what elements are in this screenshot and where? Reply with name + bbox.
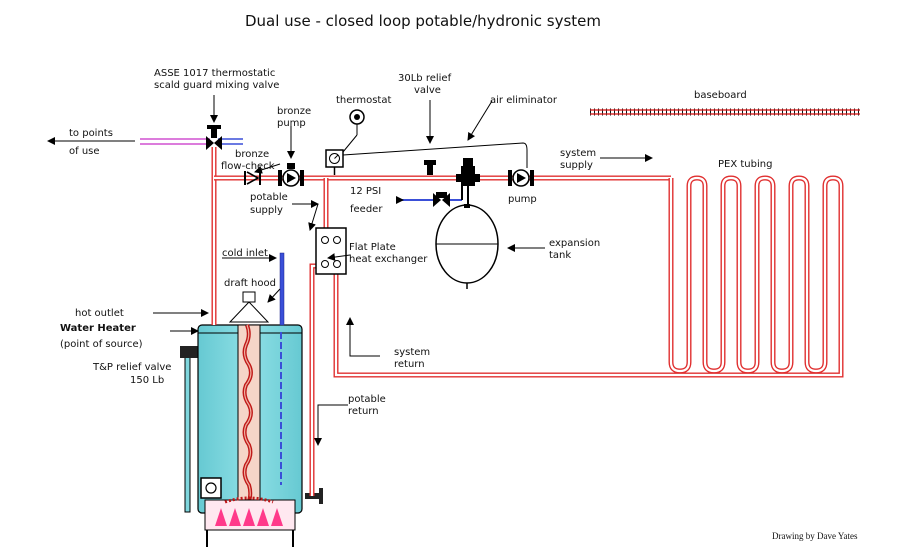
- tp-discharge-pipe: [184, 351, 191, 513]
- aquastat-control: [325, 149, 344, 175]
- label-potable-supply-1: potable: [250, 192, 288, 203]
- label-feeder-2: feeder: [350, 204, 383, 215]
- label-system-supply-2: supply: [560, 160, 593, 171]
- expansion-tank: [435, 204, 499, 289]
- label-air-eliminator: air eliminator: [490, 95, 558, 106]
- label-hot-outlet: hot outlet: [75, 308, 124, 319]
- label-system-return-2: return: [394, 359, 425, 370]
- label-system-return-1: system: [394, 347, 430, 358]
- label-point-of-source: (point of source): [60, 339, 143, 350]
- label-potable-supply-2: supply: [250, 205, 283, 216]
- relief-valve: [424, 160, 436, 175]
- label-potable-return-2: return: [348, 406, 379, 417]
- label-points-of-use-1: to points: [69, 128, 113, 139]
- feeder-valve: [398, 182, 463, 207]
- label-heat-exchanger-2: heat exchanger: [349, 254, 428, 265]
- leader-lines: [47, 95, 653, 446]
- diagram-title: Dual use - closed loop potable/hydronic …: [245, 12, 601, 30]
- gas-control: [200, 477, 222, 499]
- label-mixing-valve-1: ASSE 1017 thermostatic: [154, 68, 275, 79]
- flat-plate-heat-exchanger: [315, 227, 347, 275]
- tp-relief-valve: [180, 346, 198, 358]
- label-flow-check-2: flow-check: [221, 161, 275, 172]
- label-pex-tubing: PEX tubing: [718, 159, 772, 170]
- label-expansion-tank-2: tank: [549, 250, 571, 261]
- baseboard: [590, 108, 860, 116]
- label-potable-return-1: potable: [348, 394, 386, 405]
- label-relief-valve-1: 30Lb relief: [398, 73, 452, 84]
- burner-flames: [215, 508, 283, 526]
- label-feeder-1: 12 PSI: [350, 186, 381, 197]
- label-expansion-tank-1: expansion: [549, 238, 600, 249]
- label-system-supply-1: system: [560, 148, 596, 159]
- draft-hood: [228, 301, 270, 323]
- label-cold-inlet: cold inlet: [222, 248, 268, 259]
- label-flow-check-1: bronze: [235, 149, 269, 160]
- bronze-pump: [278, 163, 304, 187]
- label-points-of-use-2: of use: [69, 146, 100, 157]
- water-heater: [180, 291, 323, 547]
- label-bronze-pump-2: pump: [277, 118, 306, 129]
- cold-inlet-pipe: [279, 252, 285, 326]
- label-thermostat: thermostat: [336, 95, 391, 106]
- label-water-heater: Water Heater: [60, 323, 136, 334]
- drawing-credit: Drawing by Dave Yates: [772, 531, 858, 541]
- label-draft-hood: draft hood: [224, 278, 276, 289]
- thermostat: [342, 109, 365, 153]
- mixing-valve: [206, 125, 222, 150]
- label-mixing-valve-2: scald guard mixing valve: [154, 80, 279, 91]
- label-tp-relief-1: T&P relief valve: [92, 362, 171, 373]
- label-relief-valve-2: valve: [414, 85, 441, 96]
- label-bronze-pump-1: bronze: [277, 106, 311, 117]
- potable-return-pipe: [309, 263, 318, 496]
- control-wire: [342, 142, 528, 168]
- system-pump: [508, 169, 534, 187]
- label-pump: pump: [508, 194, 537, 205]
- label-tp-relief-2: 150 Lb: [130, 375, 164, 386]
- label-baseboard: baseboard: [694, 90, 747, 101]
- pex-tubing: [333, 175, 844, 378]
- points-of-use-pipe: [140, 138, 243, 145]
- label-heat-exchanger-1: Flat Plate: [349, 242, 396, 253]
- air-eliminator: [456, 158, 480, 186]
